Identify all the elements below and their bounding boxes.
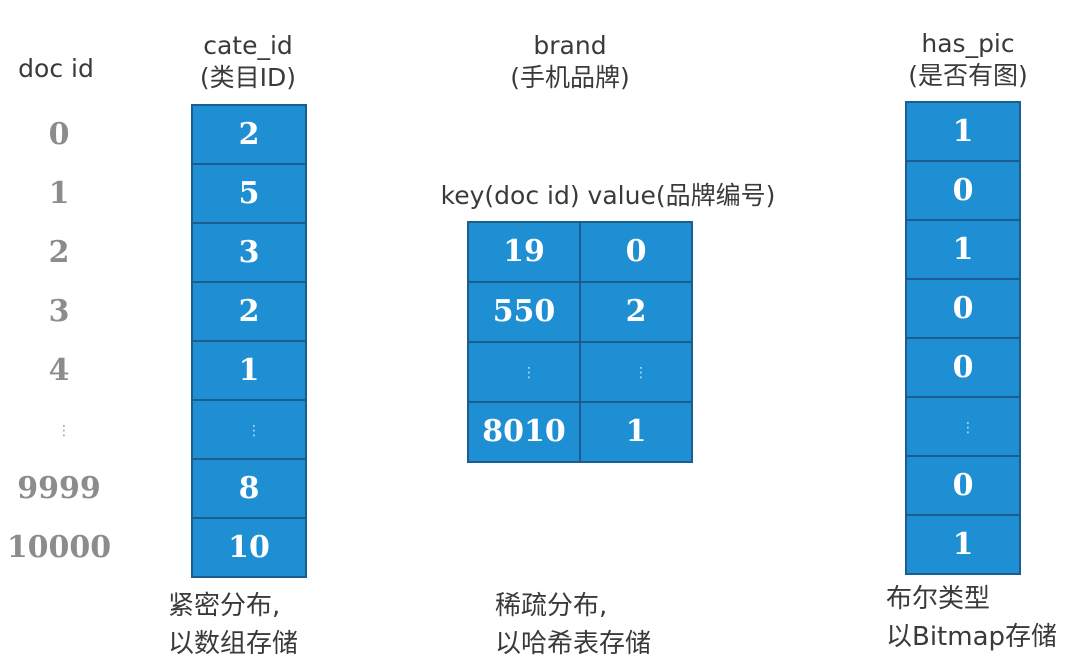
- ellipsis-icon: ⋮: [57, 423, 71, 439]
- cate-id-cell: ⋮: [193, 401, 305, 460]
- hash-table-row: 8010 1: [469, 403, 691, 461]
- cate-id-title: cate_id: [203, 31, 293, 60]
- hash-table-row: 550 2: [469, 283, 691, 343]
- cate-id-cell: 1: [193, 342, 305, 401]
- cate-id-note-line2: 以数组存储: [168, 629, 299, 659]
- cate-id-cell: 10: [228, 530, 270, 565]
- brand-note: 稀疏分布, 以哈希表存储: [495, 587, 651, 663]
- hash-table-value: 2: [625, 294, 647, 329]
- brand-note-line2: 以哈希表存储: [495, 629, 652, 659]
- doc-id-header: doc id: [18, 54, 94, 83]
- has-pic-cell: 0: [907, 162, 1019, 221]
- doc-id-value: 1: [48, 176, 70, 211]
- cate-id-cell: 5: [193, 165, 305, 224]
- doc-id-value: 10000: [6, 530, 112, 565]
- cate-id-cell: 2: [193, 283, 305, 342]
- has-pic-cell: 0: [907, 280, 1019, 339]
- doc-id-value: 9999: [17, 471, 101, 506]
- hash-table-value: 0: [625, 234, 647, 269]
- has-pic-title: has_pic: [921, 29, 1015, 58]
- doc-id-value: 2: [48, 235, 70, 270]
- hash-table-row: ⋮⋮: [469, 343, 691, 403]
- cate-id-subtitle: (类目ID): [199, 63, 297, 92]
- has-pic-note-line1: 布尔类型: [886, 584, 991, 614]
- ellipsis-icon: ⋮: [522, 365, 536, 381]
- has-pic-header: has_pic (是否有图): [888, 28, 1048, 92]
- ellipsis-icon: ⋮: [634, 365, 648, 381]
- cate-id-cell: 2: [193, 106, 305, 165]
- has-pic-cell: 1: [952, 527, 974, 562]
- cate-id-note: 紧密分布, 以数组存储: [168, 587, 298, 663]
- has-pic-cell: ⋮: [907, 398, 1019, 457]
- doc-id-value: ⋮: [0, 400, 118, 459]
- cate-id-note-line1: 紧密分布,: [168, 591, 281, 621]
- ellipsis-icon: ⋮: [247, 423, 261, 439]
- hash-table-key: 19: [469, 223, 581, 281]
- brand-header: brand (手机品牌): [480, 30, 660, 94]
- hash-table-value: 1: [625, 414, 647, 449]
- doc-id-value: 3: [48, 294, 70, 329]
- has-pic-cell: 0: [907, 457, 1019, 516]
- has-pic-cell: 0: [907, 339, 1019, 398]
- brand-note-line1: 稀疏分布,: [495, 591, 608, 621]
- cate-id-cell: 3: [193, 224, 305, 283]
- hash-table-key: ⋮: [469, 343, 581, 401]
- cate-id-cell: 8: [193, 460, 305, 519]
- brand-subtitle: (手机品牌): [510, 63, 630, 92]
- cate-id-header: cate_id (类目ID): [168, 30, 328, 94]
- brand-title: brand: [533, 31, 607, 60]
- has-pic-cell: 1: [907, 103, 1019, 162]
- hash-table-value: ⋮: [581, 343, 691, 401]
- has-pic-subtitle: (是否有图): [908, 61, 1028, 90]
- hash-table-key: 550: [469, 283, 581, 341]
- doc-id-value: 0: [48, 117, 70, 152]
- doc-id-value: 4: [48, 353, 70, 388]
- has-pic-note: 布尔类型 以Bitmap存储: [886, 580, 1057, 656]
- hash-table-key: 8010: [469, 403, 581, 461]
- has-pic-note-line2: 以Bitmap存储: [886, 622, 1058, 652]
- kv-header: key(doc id) value(品牌编号): [440, 181, 776, 210]
- doc-id-column: 0 1 2 3 4 ⋮ 9999 10000: [0, 105, 118, 577]
- hash-table-row: 19 0: [469, 223, 691, 283]
- has-pic-cell: 1: [907, 221, 1019, 280]
- ellipsis-icon: ⋮: [961, 420, 975, 436]
